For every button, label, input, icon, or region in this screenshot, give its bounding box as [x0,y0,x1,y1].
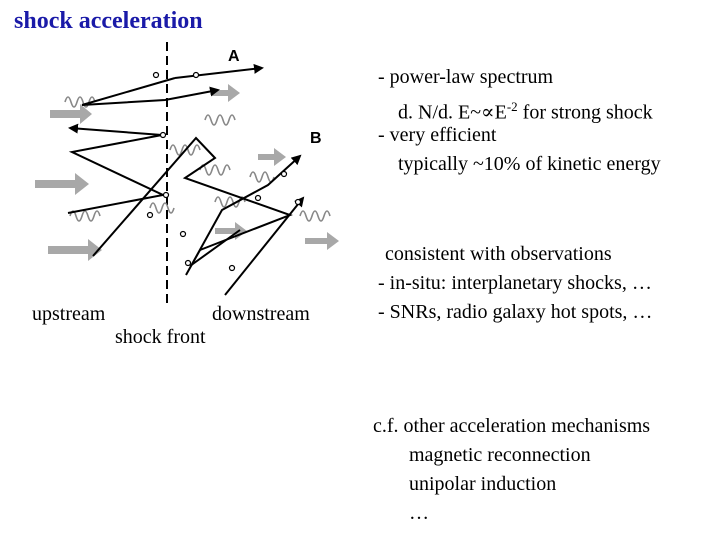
mechanism-ellipsis: … [409,502,429,524]
mechanism-reconnection: magnetic reconnection [409,444,591,466]
spectrum-formula: d. N/d. E~∝E-2 for strong shock [398,92,653,128]
upstream-label: upstream [32,303,106,325]
bullet-in-situ: - in-situ: interplanetary shocks, … [378,272,652,294]
bullet-efficient: - very efficient [378,124,497,146]
formula-condition: for strong shock [517,101,653,124]
trajectory-b-label: B [310,130,322,147]
trajectory-dots [146,71,302,272]
downstream-flow-arrows [212,84,339,250]
formula-exponent: -2 [506,99,518,114]
trajectory-a [67,63,264,214]
shock-front-label: shock front [115,326,206,348]
shock-diagram [35,42,339,305]
downstream-label: downstream [212,303,310,325]
formula-left: d. N/d. E~ [398,101,482,124]
mechanism-unipolar: unipolar induction [409,473,557,495]
efficiency-detail: typically ~10% of kinetic energy [398,153,661,175]
bullet-power-law: - power-law spectrum [378,66,554,88]
proportional-symbol: ∝ [481,101,495,124]
turbulence-waves [64,96,331,222]
bullet-snrs: - SNRs, radio galaxy hot spots, … [378,301,653,323]
observations-heading: consistent with observations [385,243,612,265]
formula-energy: E [494,101,507,124]
slide-title: shock acceleration [14,8,203,34]
upstream-flow-arrows [35,104,102,261]
trajectory-a-label: A [228,48,240,65]
trajectory-b [92,136,305,296]
other-mechanisms-heading: c.f. other acceleration mechanisms [373,415,651,437]
